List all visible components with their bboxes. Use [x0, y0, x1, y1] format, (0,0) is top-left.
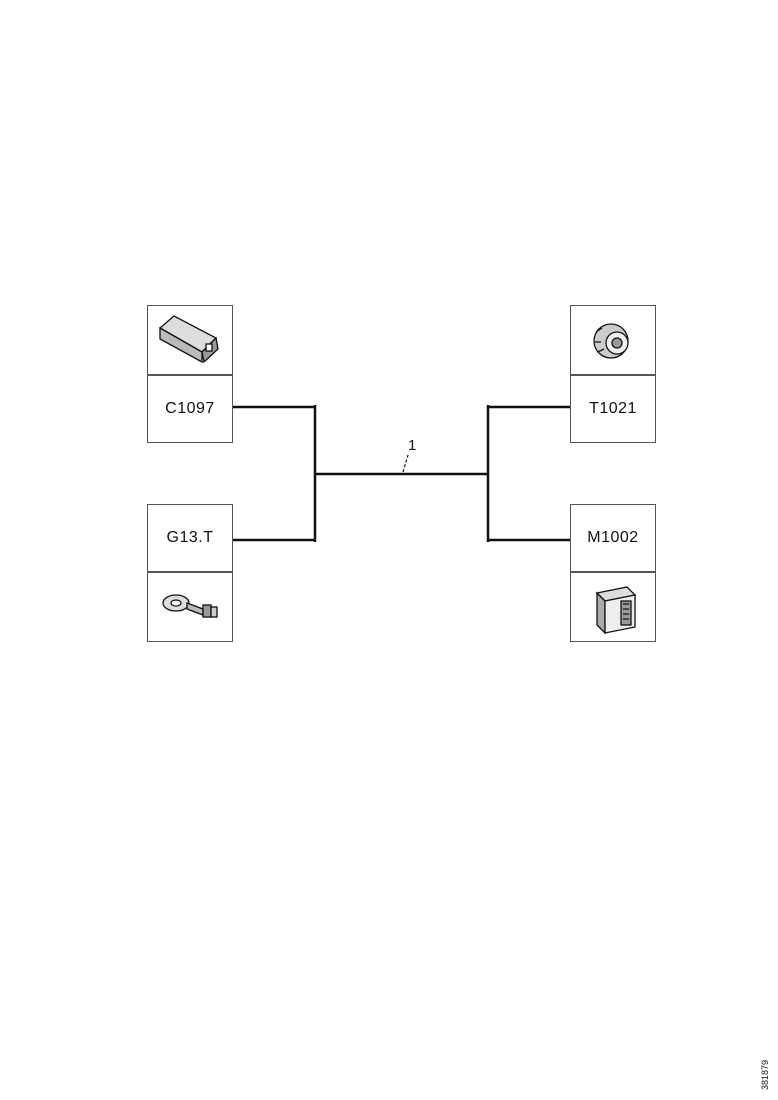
- m1002-icon-box: [570, 572, 656, 642]
- wire-label: 1: [408, 437, 417, 454]
- c1097-label: C1097: [165, 400, 215, 417]
- g13t-label-box: G13.T: [147, 504, 233, 572]
- g13t-icon-box: [147, 572, 233, 642]
- g13t-label: G13.T: [166, 529, 214, 546]
- c1097-icon-box: [147, 305, 233, 375]
- t1021-icon-box: [570, 305, 656, 375]
- t1021-label-box: T1021: [570, 375, 656, 443]
- motor-connector-icon: [595, 586, 637, 635]
- t1021-label: T1021: [589, 400, 637, 417]
- wire-label-leader: [402, 454, 409, 473]
- m1002-label: M1002: [587, 529, 639, 546]
- document-number: 381879: [760, 1059, 770, 1090]
- connector-block-icon: [158, 315, 219, 364]
- ring-terminal-icon: [162, 594, 218, 618]
- c1097-label-box: C1097: [147, 375, 233, 443]
- m1002-label-box: M1002: [570, 504, 656, 572]
- round-connector-icon: [593, 323, 629, 359]
